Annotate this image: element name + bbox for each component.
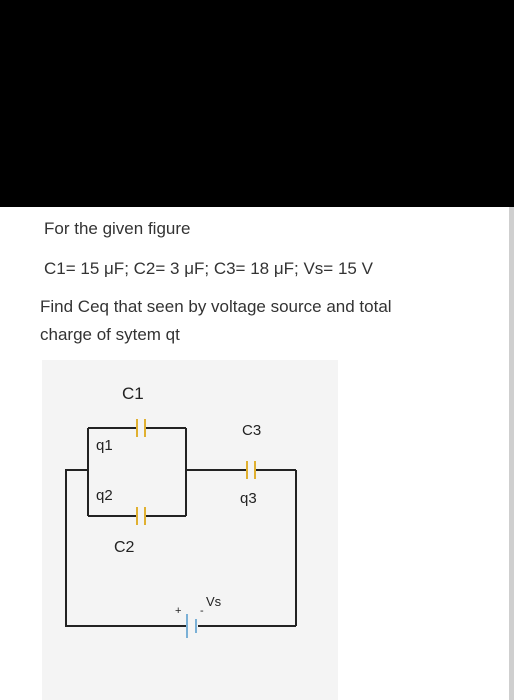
label-q1: q1 <box>96 437 113 454</box>
question-task-line-2: charge of sytem qt <box>40 325 180 344</box>
question-values: C1= 15 μF; C2= 3 μF; C3= 18 μF; Vs= 15 V <box>44 259 373 278</box>
wire-left-loop <box>65 469 186 627</box>
label-c1: C1 <box>122 384 144 403</box>
capacitor-c1 <box>136 419 146 437</box>
label-vs: Vs <box>206 594 222 609</box>
label-q3: q3 <box>240 490 257 507</box>
question-task-line-1: Find Ceq that seen by voltage source and… <box>40 297 392 316</box>
battery-vs <box>186 614 197 638</box>
label-q2: q2 <box>96 487 113 504</box>
label-c3: C3 <box>242 422 261 439</box>
top-black-band <box>0 0 514 207</box>
battery-plus-sign: + <box>175 605 181 617</box>
circuit-wires <box>65 427 297 627</box>
capacitor-c3 <box>246 461 256 479</box>
battery-minus-sign: - <box>200 605 204 617</box>
scrollbar[interactable] <box>509 207 514 700</box>
label-c2: C2 <box>114 539 135 556</box>
capacitor-c2 <box>136 507 146 525</box>
question-intro: For the given figure <box>44 219 191 238</box>
figure-panel <box>42 360 338 700</box>
